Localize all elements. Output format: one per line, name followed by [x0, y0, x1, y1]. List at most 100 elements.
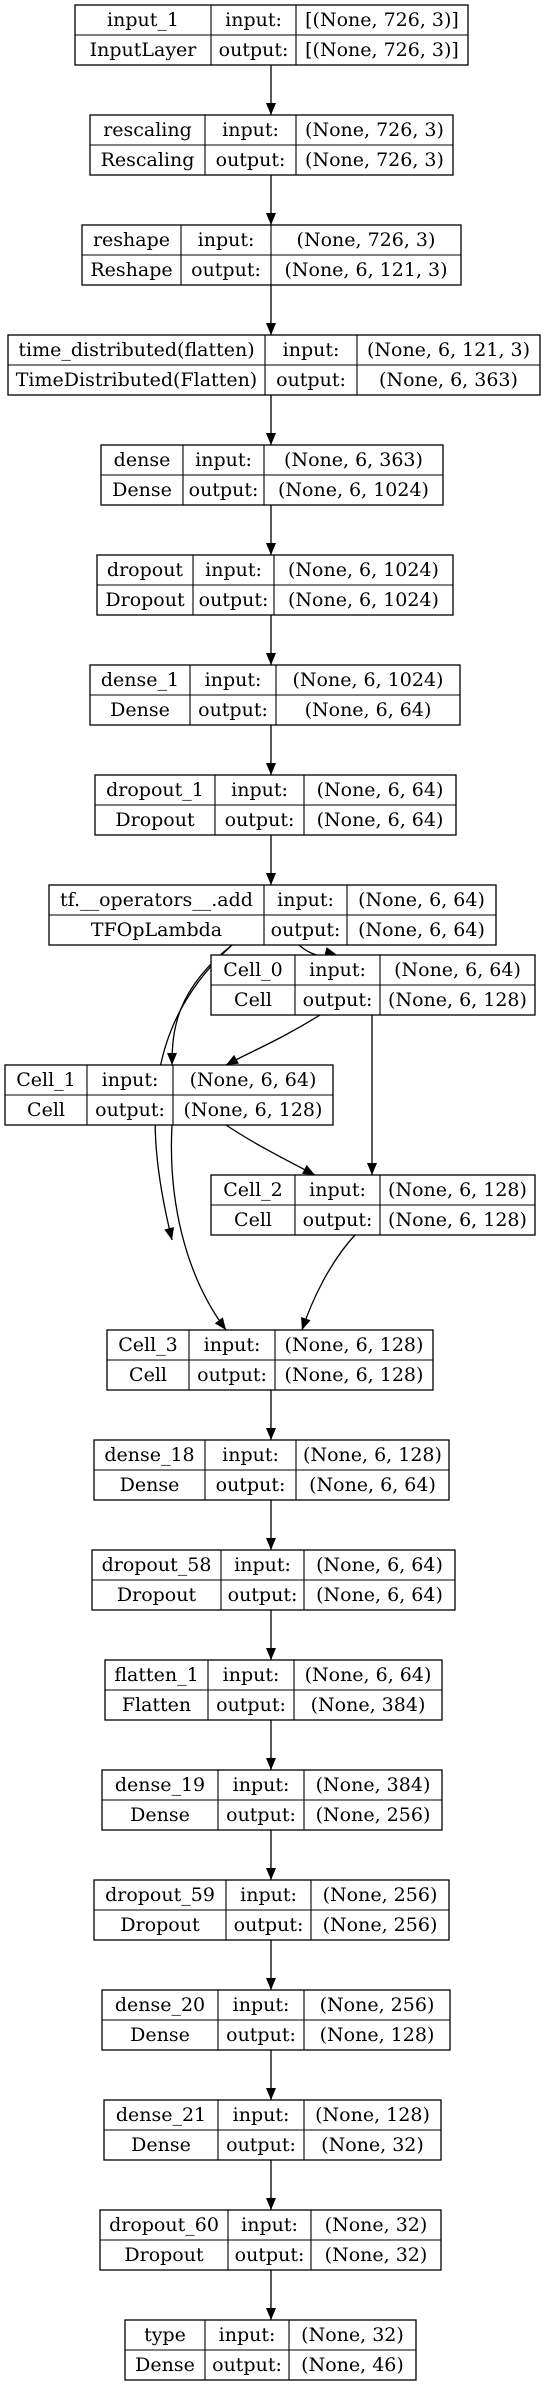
edge-dense_19-to-dropout_59 — [266, 1829, 276, 1880]
input-shape: (None, 384) — [316, 1774, 431, 1796]
input-shape: (None, 6, 64) — [317, 779, 444, 801]
layer-name: dense_20 — [115, 1994, 205, 2016]
input-shape: (None, 6, 64) — [190, 1069, 317, 1091]
arrowhead — [266, 433, 276, 445]
input-label: input: — [223, 1664, 280, 1686]
layer-node-tf_add: tf.__operators__.addTFOpLambdainput:outp… — [48, 884, 497, 946]
output-shape: (None, 6, 64) — [317, 809, 444, 831]
output-label: output: — [226, 2024, 296, 2046]
edge-input_1-to-rescaling — [266, 64, 276, 115]
arrowhead — [302, 1165, 315, 1175]
input-label: input: — [222, 1444, 279, 1466]
layer-type: InputLayer — [90, 39, 198, 61]
input-label: input: — [241, 2214, 298, 2236]
layer-type: Flatten — [122, 1694, 191, 1716]
input-label: input: — [198, 229, 255, 251]
edge-line — [301, 1234, 356, 1331]
input-label: input: — [233, 1774, 290, 1796]
output-shape: (None, 6, 128) — [388, 1209, 527, 1231]
arrowhead — [266, 1538, 276, 1550]
layer-type: Dense — [131, 2134, 191, 2156]
layer-name: dense_19 — [115, 1774, 205, 1796]
layer-name: Cell_2 — [223, 1179, 283, 1201]
arrowhead — [301, 1317, 311, 1330]
edge-dropout_58-to-flatten_1 — [266, 1609, 276, 1660]
arrowhead — [164, 1227, 174, 1240]
layer-type: Dense — [130, 1804, 190, 1826]
input-label: input: — [222, 119, 279, 141]
input-label: input: — [219, 2324, 276, 2346]
output-label: output: — [271, 919, 341, 941]
output-shape: (None, 32) — [321, 2134, 424, 2156]
arrowhead — [266, 2198, 276, 2210]
input-shape: (None, 6, 128) — [303, 1444, 442, 1466]
arrowhead — [266, 1978, 276, 1990]
edge-cell_0-to-cell_2 — [367, 1015, 377, 1175]
input-label: input: — [309, 1179, 366, 1201]
layer-type: Cell — [234, 1209, 272, 1231]
layer-type: Reshape — [90, 259, 172, 281]
input-label: input: — [225, 9, 282, 31]
layer-name: Cell_3 — [118, 1334, 178, 1356]
edge-cell_3-to-dense_18 — [266, 1389, 276, 1440]
layer-name: input_1 — [107, 9, 179, 31]
arrowhead — [266, 2308, 276, 2320]
output-shape: (None, 6, 121, 3) — [284, 259, 447, 281]
arrowhead — [266, 103, 276, 115]
input-shape: (None, 6, 121, 3) — [367, 339, 530, 361]
output-label: output: — [197, 1364, 267, 1386]
input-shape: (None, 6, 64) — [358, 889, 485, 911]
layer-node-time_distributed: time_distributed(flatten)TimeDistributed… — [7, 334, 541, 396]
edge-line — [170, 1124, 227, 1331]
input-shape: (None, 6, 1024) — [288, 559, 439, 581]
edge-cell_0-to-cell_1 — [225, 1014, 321, 1066]
input-label: input: — [205, 669, 262, 691]
layer-type: Cell — [234, 989, 272, 1011]
output-label: output: — [226, 1804, 296, 1826]
input-label: input: — [205, 559, 262, 581]
input-shape: (None, 6, 1024) — [293, 669, 444, 691]
layer-type: Cell — [27, 1099, 65, 1121]
input-shape: (None, 6, 64) — [394, 959, 521, 981]
arrowhead — [266, 323, 276, 335]
arrowhead — [226, 1054, 239, 1065]
arrowhead — [266, 2088, 276, 2100]
edge-dense_21-to-dropout_60 — [266, 2159, 276, 2210]
input-shape: (None, 6, 128) — [285, 1334, 424, 1356]
arrowhead — [266, 1868, 276, 1880]
layer-name: Cell_1 — [16, 1069, 76, 1091]
layer-type: Dropout — [105, 589, 185, 611]
layer-name: time_distributed(flatten) — [18, 339, 254, 361]
arrowhead — [167, 1053, 177, 1065]
edge-dropout_59-to-dense_20 — [266, 1939, 276, 1990]
input-label: input: — [277, 889, 334, 911]
edge-line — [225, 1014, 321, 1066]
input-shape: (None, 6, 64) — [305, 1664, 432, 1686]
edges-layer — [154, 64, 377, 2320]
edge-time_distributed-to-dense — [266, 394, 276, 445]
output-label: output: — [235, 2244, 305, 2266]
output-label: output: — [219, 39, 289, 61]
output-shape: (None, 6, 128) — [184, 1099, 323, 1121]
layer-name: flatten_1 — [114, 1664, 198, 1686]
arrowhead — [266, 873, 276, 885]
input-shape: (None, 6, 128) — [388, 1179, 527, 1201]
layer-name: dropout — [107, 559, 184, 581]
edge-cell_2-to-cell_3 — [301, 1234, 356, 1331]
input-label: input: — [283, 339, 340, 361]
output-label: output: — [234, 1914, 304, 1936]
output-shape: (None, 384) — [311, 1694, 426, 1716]
input-shape: (None, 128) — [315, 2104, 430, 2126]
